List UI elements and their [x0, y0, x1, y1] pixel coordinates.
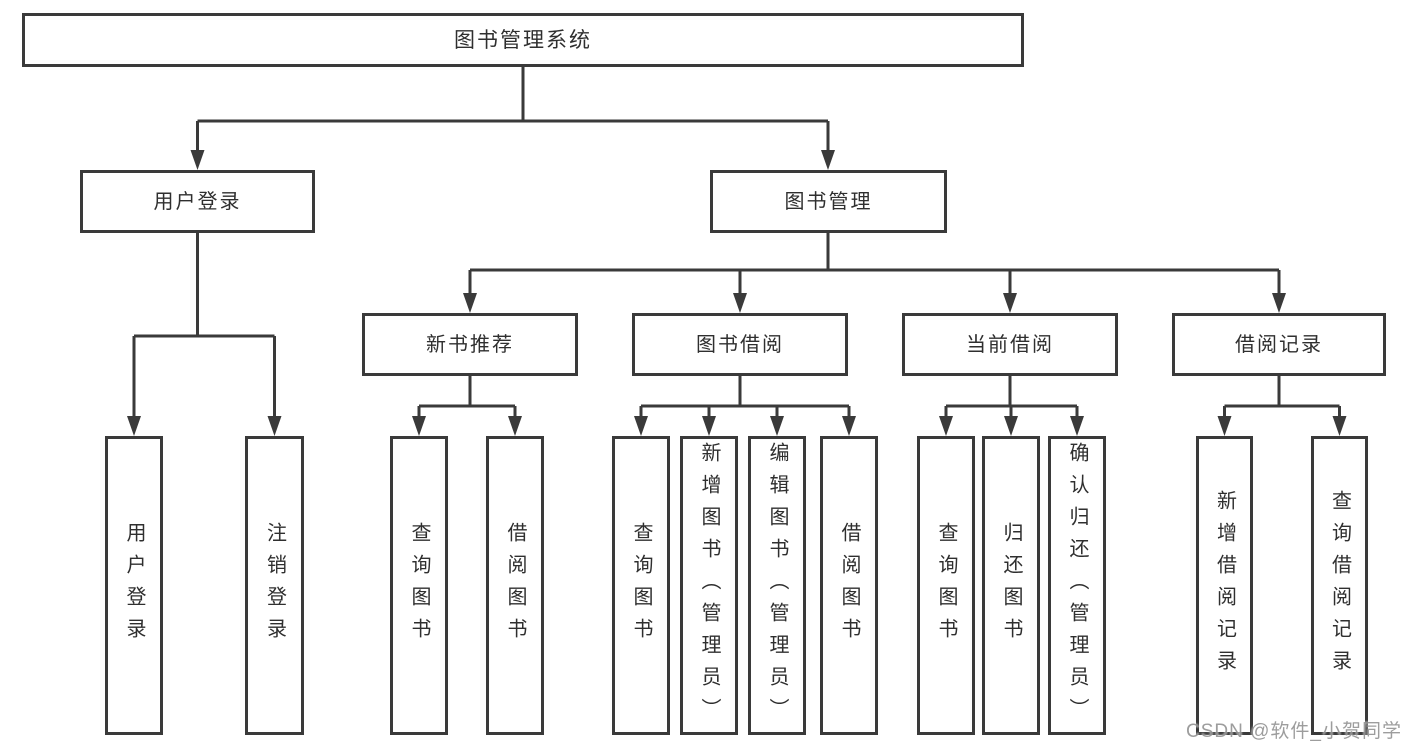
leaf-query-books-recommend-label: 查询图书: [408, 521, 430, 650]
leaf-edit-book-admin-label: 编辑图书（管理员）: [766, 441, 788, 730]
leaf-query-books-recommend: 查询图书: [390, 436, 448, 735]
leaf-query-borrow-record: 查询借阅记录: [1311, 436, 1368, 735]
node-book-borrow-label: 图书借阅: [696, 333, 784, 356]
edge-current-borrow-to-leaves: [944, 376, 1079, 418]
leaf-logout-label: 注销登录: [263, 521, 286, 650]
node-book-borrow: 图书借阅: [632, 313, 848, 376]
node-book-management-label: 图书管理: [784, 190, 873, 213]
node-user-login-label: 用户登录: [153, 190, 242, 213]
leaf-edit-book-admin: 编辑图书（管理员）: [748, 436, 806, 735]
node-new-book-recommend-label: 新书推荐: [426, 333, 514, 356]
leaf-confirm-return-admin: 确认归还（管理员）: [1048, 436, 1106, 735]
leaf-query-books-borrow-label: 查询图书: [630, 521, 652, 650]
node-book-management: 图书管理: [710, 170, 947, 233]
leaf-query-borrow-record-label: 查询借阅记录: [1328, 489, 1351, 682]
node-borrow-records-label: 借阅记录: [1235, 333, 1323, 356]
leaf-user-login-label: 用户登录: [123, 521, 145, 650]
leaf-borrow-books: 借阅图书: [820, 436, 878, 735]
leaf-borrow-books-label: 借阅图书: [838, 521, 860, 650]
arrowheads: [127, 150, 1347, 436]
leaf-borrow-books-recommend: 借阅图书: [486, 436, 544, 735]
node-current-borrow-label: 当前借阅: [966, 333, 1054, 356]
watermark: CSDN @软件_小贺同学: [1186, 721, 1402, 742]
leaf-query-books-current: 查询图书: [917, 436, 975, 735]
node-root: 图书管理系统: [22, 13, 1024, 67]
leaf-logout: 注销登录: [245, 436, 304, 735]
leaf-query-books-current-label: 查询图书: [935, 521, 957, 650]
leaf-add-borrow-record: 新增借阅记录: [1196, 436, 1253, 735]
leaf-return-book: 归还图书: [982, 436, 1040, 735]
edge-book-management-to-level3: [468, 233, 1281, 295]
node-borrow-records: 借阅记录: [1172, 313, 1386, 376]
leaf-query-books-borrow: 查询图书: [612, 436, 670, 735]
node-new-book-recommend: 新书推荐: [362, 313, 578, 376]
node-user-login: 用户登录: [80, 170, 315, 233]
leaf-return-book-label: 归还图书: [1000, 521, 1022, 650]
leaf-borrow-books-recommend-label: 借阅图书: [504, 521, 526, 650]
edge-book-borrow-to-leaves: [639, 376, 851, 418]
node-root-label: 图书管理系统: [454, 28, 592, 52]
node-current-borrow: 当前借阅: [902, 313, 1118, 376]
leaf-add-borrow-record-label: 新增借阅记录: [1213, 489, 1236, 682]
leaf-add-book-admin: 新增图书（管理员）: [680, 436, 738, 735]
edge-new-book-to-leaves: [417, 376, 517, 418]
edge-records-to-leaves: [1223, 376, 1341, 418]
leaf-confirm-return-admin-label: 确认归还（管理员）: [1066, 441, 1088, 730]
edge-root-to-level2: [196, 67, 830, 152]
leaf-add-book-admin-label: 新增图书（管理员）: [698, 441, 720, 730]
edge-user-login-to-leaves: [132, 233, 276, 418]
leaf-user-login: 用户登录: [105, 436, 163, 735]
